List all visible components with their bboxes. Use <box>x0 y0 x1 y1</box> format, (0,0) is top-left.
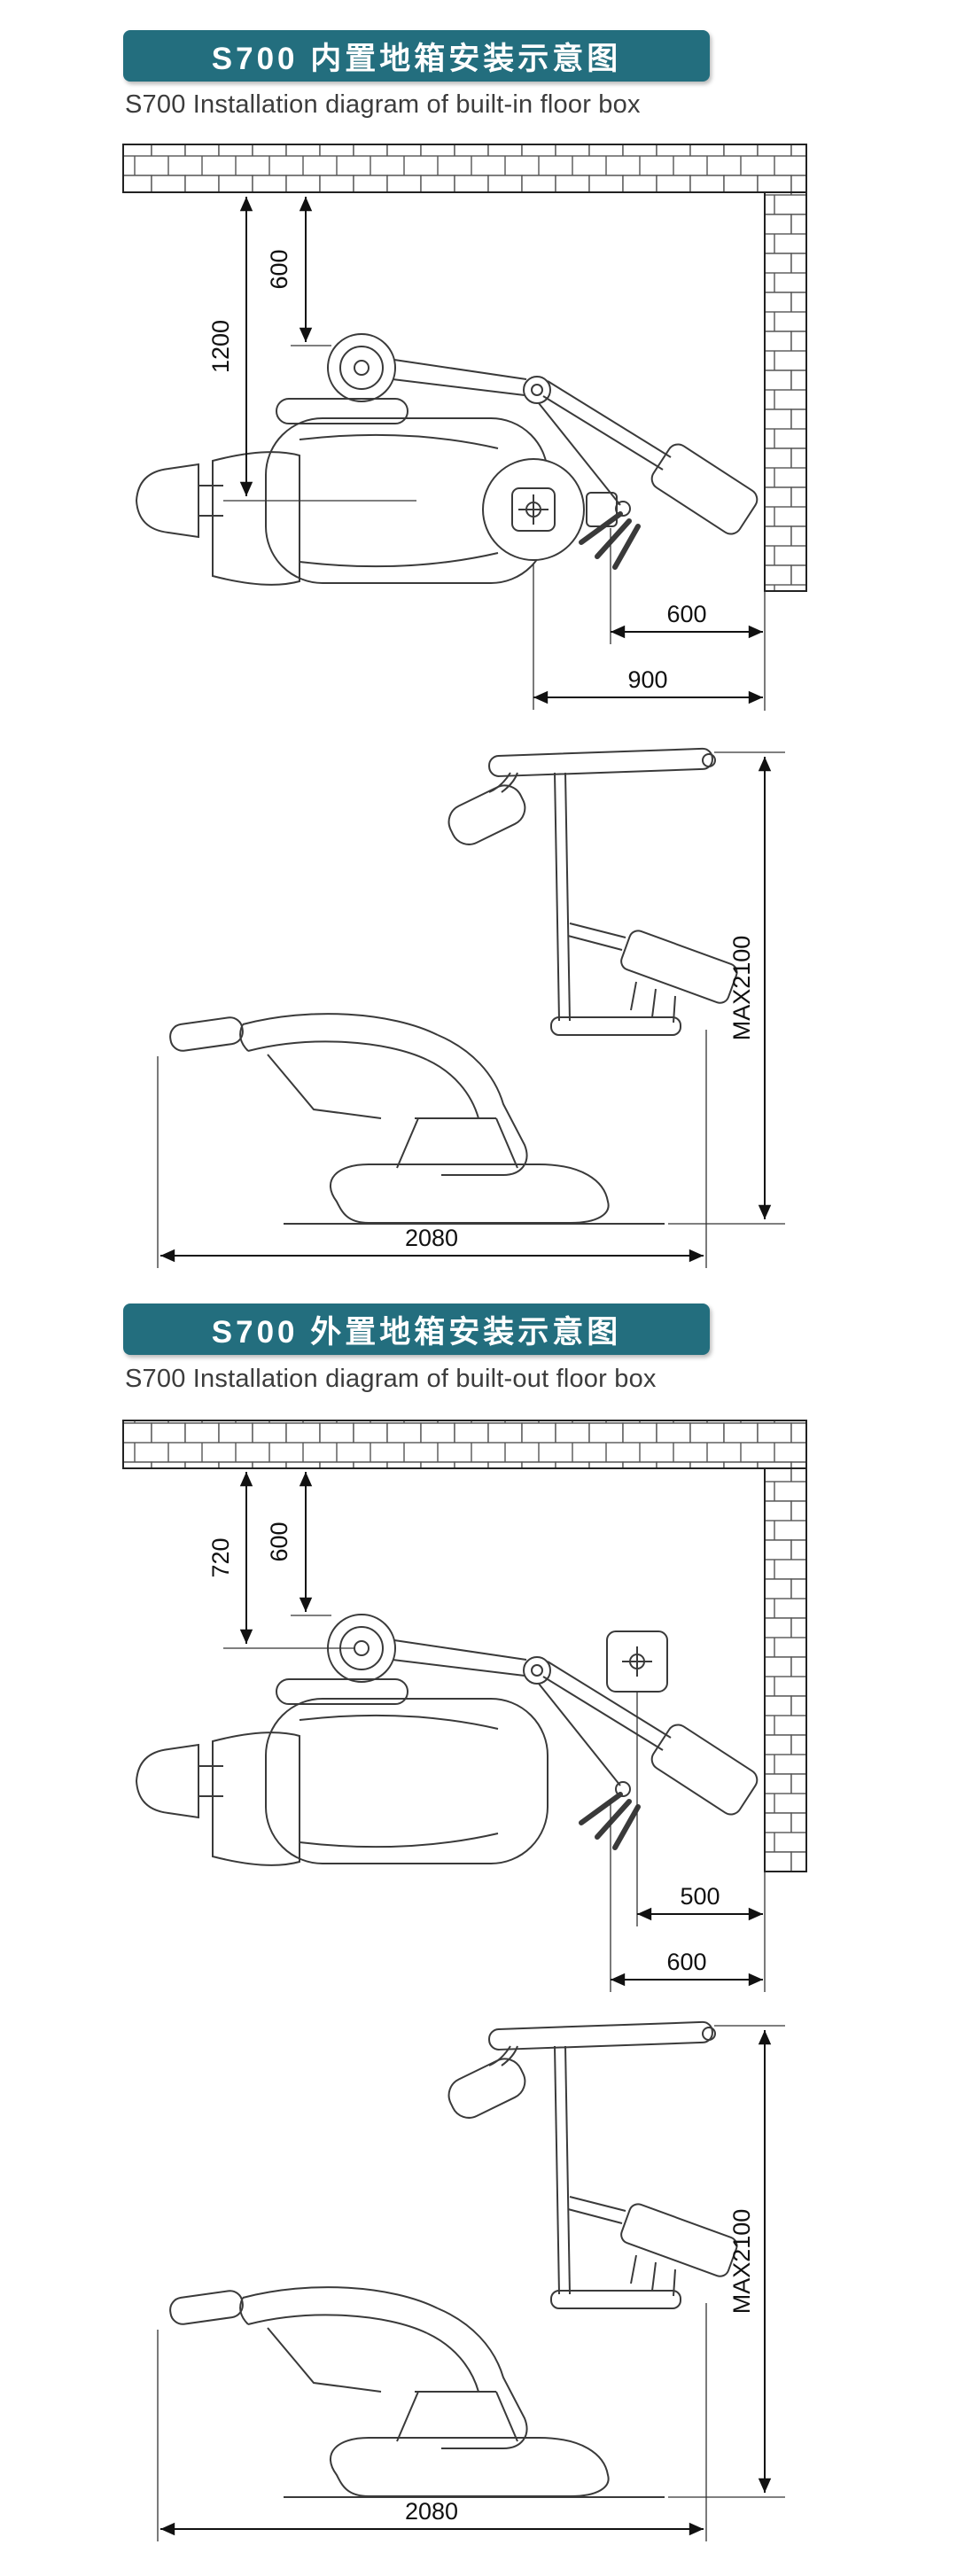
dim-label-unit-to-wall: 600 <box>666 601 706 627</box>
section-subtitle-built-out: S700 Installation diagram of built-out f… <box>125 1365 657 1393</box>
dim-label-floorbox-to-wall: 900 <box>627 666 667 693</box>
dim-label-max-height: MAX2100 <box>728 2209 755 2315</box>
dim-label-lamp-offset: 600 <box>266 249 292 289</box>
section-title-built-in-text: S700 内置地箱安装示意图 <box>211 41 622 76</box>
wall-built-out <box>122 1420 807 1992</box>
dimensions-built-in-top: 1200 600 600 900 <box>207 197 763 710</box>
section-title-built-out-text: S700 外置地箱安装示意图 <box>211 1314 622 1350</box>
built-in-top-view: 1200 600 600 900 <box>122 144 807 711</box>
wall-top-band <box>122 1420 807 1469</box>
dental-chair-side-view <box>167 747 741 1225</box>
dimensions-built-in-side: MAX2100 2080 <box>157 751 785 1268</box>
wall-top-band <box>122 144 807 193</box>
dim-label-max-height: MAX2100 <box>728 936 755 1041</box>
section-title-built-in: S700 内置地箱安装示意图 <box>123 30 710 82</box>
wall-built-in <box>122 144 807 711</box>
built-out-side-view: MAX2100 2080 <box>157 2020 785 2541</box>
section-title-built-out: S700 外置地箱安装示意图 <box>123 1304 710 1355</box>
floor-box-built-out <box>606 1630 668 1693</box>
dim-label-lamp-offset: 600 <box>266 1521 292 1561</box>
dim-label-overall-length: 2080 <box>405 1225 458 1251</box>
wall-right-column <box>764 1467 807 1872</box>
section-subtitle-built-in: S700 Installation diagram of built-in fl… <box>125 90 641 119</box>
dim-label-floorbox-to-wall: 500 <box>680 1883 720 1910</box>
floor-box-built-in <box>482 458 618 561</box>
wall-right-column <box>764 191 807 592</box>
dim-label-unit-to-wall: 600 <box>666 1949 706 1975</box>
dimensions-built-out-top: 720 600 500 600 <box>207 1472 763 1992</box>
built-in-side-view: MAX2100 2080 <box>157 747 785 1268</box>
built-out-top-view: 720 600 500 600 <box>122 1420 807 1992</box>
dim-label-wall-offset: 720 <box>207 1537 234 1577</box>
dimensions-built-out-side: MAX2100 2080 <box>157 2025 785 2541</box>
dim-label-overall-length: 2080 <box>405 2498 458 2525</box>
dim-label-wall-offset: 1200 <box>207 320 234 373</box>
dental-chair-side-view <box>167 2020 741 2498</box>
